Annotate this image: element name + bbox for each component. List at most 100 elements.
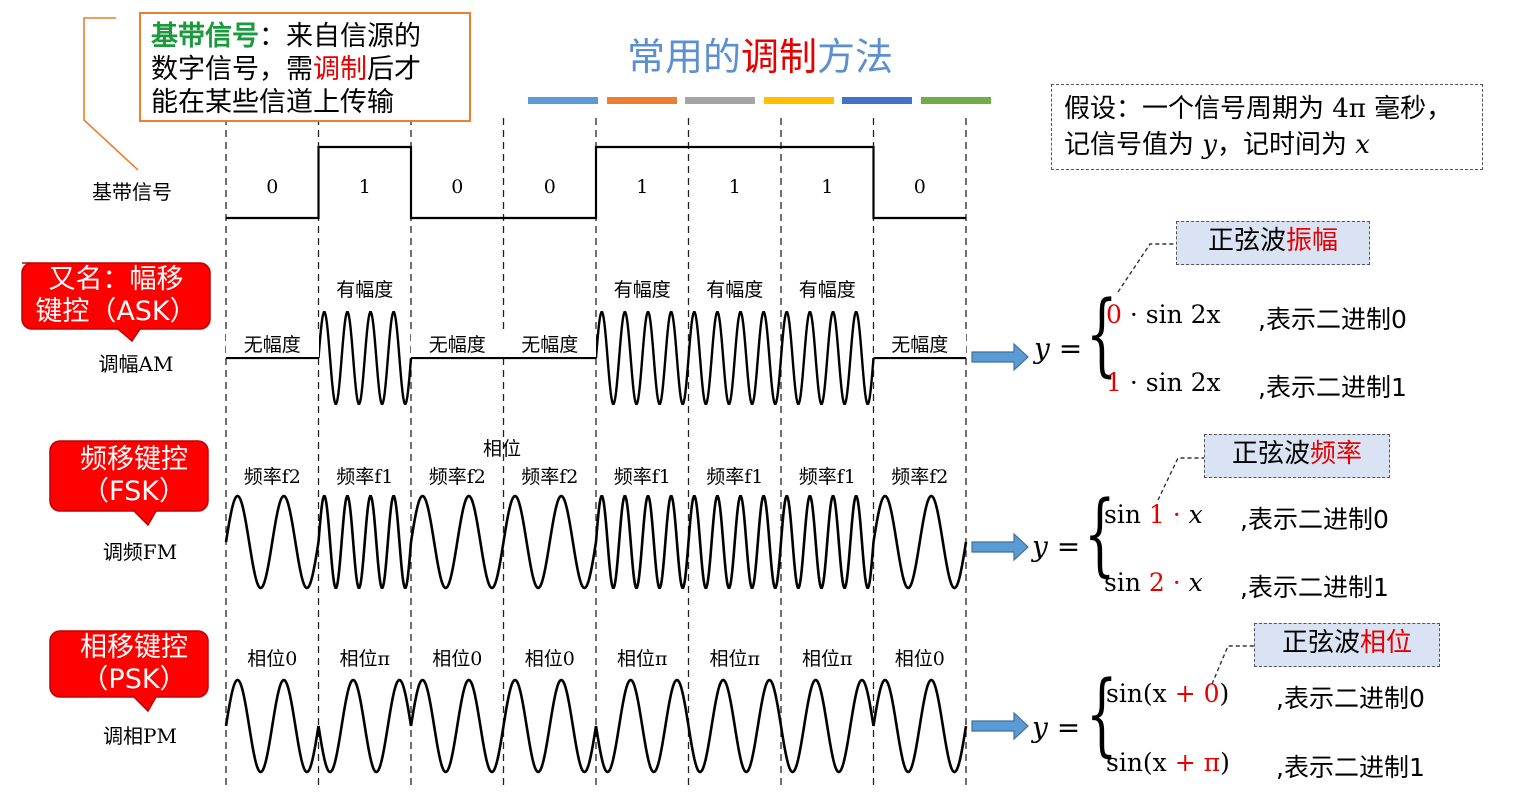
pm-case1-post: ): [1220, 748, 1230, 777]
am-case1: 1 · sin 2x: [1106, 368, 1221, 397]
pm-segment-wave: [224, 678, 320, 774]
baseband-signal: [226, 145, 966, 220]
fm-segment-wave: [409, 494, 505, 590]
fm-segment-wave: [687, 494, 783, 590]
bit-value-label: 1: [358, 176, 371, 198]
fsk-bubble-line1: 频移键控: [80, 444, 188, 475]
assumption-var-x: x: [1355, 130, 1370, 160]
baseband-note: 基带信号：来自信源的 数字信号，需调制后才 能在某些信道上传输: [139, 12, 471, 122]
note-line3: 能在某些信道上传输: [151, 87, 394, 118]
am-tag-connector: [1117, 243, 1178, 293]
title-swatch: [763, 97, 834, 104]
am-case1-red: 1: [1106, 368, 1122, 397]
am-row-label: 调幅AM: [98, 352, 174, 376]
fm-row-label: 调频FM: [102, 540, 178, 564]
fm-segment-label: 频率f1: [613, 466, 671, 488]
psk-bubble-shape: [49, 630, 209, 713]
pm-segment-wave: [687, 678, 783, 774]
fm-segment-label: 频率f2: [428, 466, 486, 488]
fm-case1-desc: ,表示二进制1: [1240, 573, 1389, 602]
note-line2-red: 调制: [313, 54, 367, 85]
fm-case0-desc: ,表示二进制0: [1240, 505, 1389, 534]
fm-tag-pre: 正弦波: [1231, 439, 1310, 469]
fm-case1-post: x: [1180, 568, 1203, 597]
pm-segment-wave: [594, 678, 690, 774]
am-case1-rest: · sin 2x: [1121, 368, 1221, 397]
baseband-row-label: 基带信号: [92, 180, 172, 204]
pm-case0: sin(x + 0): [1106, 679, 1229, 708]
bit-divider-lines: [225, 118, 967, 790]
note-line2-pre: 数字信号，需: [151, 54, 313, 85]
pm-row-label: 调相PM: [103, 724, 177, 748]
pm-case0-pre: sin(x: [1106, 679, 1175, 708]
bit-value-label: 0: [266, 176, 279, 198]
pm-segment-wave: [317, 678, 413, 774]
am-segment-label: 无幅度: [226, 330, 319, 357]
am-tag-red: 振幅: [1286, 226, 1339, 256]
am-tag: 正弦波振幅: [1176, 221, 1370, 265]
pm-segment-wave: [502, 678, 598, 774]
assumption-line2-mid: ，记时间为: [1216, 130, 1356, 160]
title-swatch: [606, 97, 677, 104]
fm-arrow-icon: [971, 532, 1029, 562]
title-swatch: [685, 97, 755, 104]
fm-tag: 正弦波频率: [1204, 434, 1390, 478]
title-swatch: [920, 97, 991, 104]
pm-segment-label: 相位0: [247, 648, 298, 670]
fm-segment-wave: [779, 494, 875, 590]
note-connector: [83, 17, 139, 171]
fm-extra-phase-label: 相位: [482, 438, 521, 460]
bit-value-label: 1: [636, 176, 649, 198]
pm-segment-label: 相位π: [802, 648, 853, 670]
pm-tag-red: 相位: [1360, 628, 1413, 658]
fm-segment-label: 频率f2: [243, 466, 301, 488]
fm-segment-label: 频率f2: [521, 466, 579, 488]
pm-segment-wave: [872, 678, 968, 774]
title-swatch: [842, 97, 912, 104]
am-waveform: [226, 311, 966, 405]
pm-brace: {: [1086, 662, 1118, 767]
fm-case1: sin 2 · x: [1104, 568, 1203, 597]
pm-tag-connector: [1211, 645, 1256, 685]
note-line1: ：来自信源的: [259, 21, 421, 52]
am-segment-wave: [317, 311, 413, 405]
fm-case0-post: x: [1180, 500, 1203, 529]
am-case0: 0 · sin 2x: [1106, 300, 1221, 329]
am-tag-pre: 正弦波: [1207, 226, 1286, 256]
am-brace: {: [1086, 282, 1118, 387]
am-lhs: y =: [1034, 332, 1083, 365]
pm-case1-pre: sin(x: [1106, 748, 1175, 777]
fm-segment-wave: [502, 494, 598, 590]
pm-tag-pre: 正弦波: [1281, 628, 1360, 658]
note-line2-post: 后才: [367, 54, 421, 85]
pm-segment-label: 相位0: [524, 648, 575, 670]
pm-case0-post: ): [1219, 679, 1230, 708]
am-arrow-icon: [971, 342, 1029, 372]
fm-segment-label: 频率f2: [891, 466, 949, 488]
assumption-line1: 假设：一个信号周期为 4π 毫秒，: [1064, 94, 1453, 124]
fm-case1-red: 2 ·: [1148, 568, 1181, 597]
fm-segment-wave: [224, 494, 320, 590]
ask-bubble-shape: [21, 262, 211, 343]
psk-bubble: 相移键控 （PSK）: [50, 632, 218, 696]
am-case0-red: 0: [1106, 300, 1122, 329]
fsk-bubble-shape: [49, 440, 209, 527]
fsk-bubble-line2: （FSK）: [82, 476, 186, 507]
am-segment-label: 无幅度: [411, 330, 504, 357]
am-segment-wave: [687, 311, 783, 405]
fm-segment-label: 频率f1: [706, 466, 764, 488]
pm-waveform: [224, 678, 968, 774]
fm-segment-label: 频率f1: [336, 466, 394, 488]
pm-case0-desc: ,表示二进制0: [1276, 684, 1425, 713]
pm-segment-wave: [779, 678, 875, 774]
am-case0-desc: ,表示二进制0: [1258, 305, 1407, 334]
am-case1-desc: ,表示二进制1: [1258, 373, 1407, 402]
fm-case1-pre: sin: [1104, 568, 1149, 597]
fm-segment-label: 频率f1: [798, 466, 856, 488]
pm-case0-red: + 0: [1174, 679, 1220, 708]
am-segment-label: 有幅度: [613, 279, 671, 301]
am-segment-label: 有幅度: [336, 279, 394, 301]
fm-segment-wave: [317, 494, 413, 590]
pm-segment-wave: [409, 678, 505, 774]
